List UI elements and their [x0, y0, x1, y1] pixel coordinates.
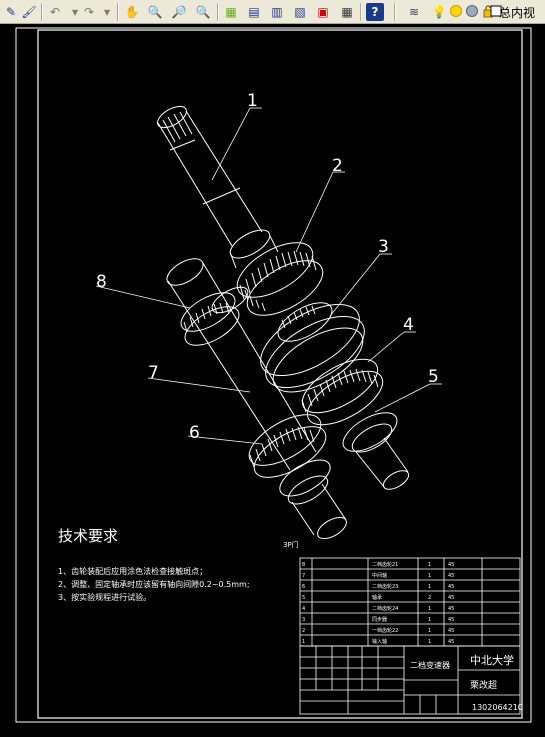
pan-icon[interactable]: ✋	[124, 5, 140, 19]
svg-text:1: 1	[428, 617, 431, 623]
dropdown-icon[interactable]: ▾	[71, 5, 79, 19]
svg-text:输入轴: 输入轴	[372, 638, 387, 645]
synchronizer-3	[260, 302, 365, 393]
freeze-icon[interactable]	[465, 4, 479, 18]
brush-icon[interactable]: 🖌	[21, 5, 37, 19]
svg-text:45: 45	[448, 573, 454, 579]
redo-icon[interactable]: ↷	[83, 5, 95, 19]
svg-text:45: 45	[448, 595, 454, 601]
drawing-canvas[interactable]: 1 2 3 4 5 6 7 8 3P门 技术要求 1、齿轮装配后应用涂色法检查接…	[0, 24, 545, 733]
svg-text:45: 45	[448, 639, 454, 645]
svg-text:轴承: 轴承	[372, 594, 382, 601]
toolbar-divider	[217, 3, 219, 21]
svg-text:45: 45	[448, 628, 454, 634]
gear-8	[180, 286, 249, 346]
svg-text:1: 1	[428, 573, 431, 579]
svg-text:2: 2	[428, 595, 431, 601]
design-center-icon[interactable]: ▤	[248, 5, 260, 19]
svg-text:1: 1	[302, 639, 305, 645]
drawing-name: 二档变速器	[410, 660, 450, 670]
callout-8: 8	[96, 272, 107, 292]
outer-border	[15, 27, 532, 723]
pencil-icon[interactable]: ✎	[5, 5, 17, 19]
help-icon[interactable]: ?	[366, 3, 384, 21]
svg-text:1: 1	[428, 639, 431, 645]
svg-text:7: 7	[302, 573, 305, 579]
bearing-5	[342, 412, 410, 490]
sun-icon[interactable]	[449, 4, 463, 18]
color-icon[interactable]	[489, 4, 503, 18]
undo-icon[interactable]: ↶	[49, 5, 61, 19]
callout-1: 1	[247, 91, 258, 111]
callout-7: 7	[148, 363, 159, 383]
tech-note-3: 3、按实验规程进行试验。	[58, 592, 151, 602]
svg-text:45: 45	[448, 606, 454, 612]
svg-text:45: 45	[448, 617, 454, 623]
callout-6: 6	[189, 423, 200, 443]
tool-palette-icon[interactable]: ▥	[271, 5, 283, 19]
tech-note-2: 2、调整、固定轴承时应该留有轴向间隙0.2~0.5mm;	[58, 579, 250, 589]
gear-4	[301, 358, 384, 426]
svg-text:1: 1	[428, 628, 431, 634]
input-shaft	[157, 105, 279, 269]
properties-icon[interactable]: ▦	[225, 5, 237, 19]
gearbox-drawing	[95, 105, 442, 540]
svg-text:一档齿轮22: 一档齿轮22	[372, 627, 398, 634]
dropdown-icon[interactable]: ▾	[103, 5, 111, 19]
cad-toolbar: ✎ 🖌 ↶ ▾ ↷ ▾ ✋ 🔍 🔎 🔍 ▦ ▤ ▥ ▧ ▣ ▦ ? ≋ 💡 总内…	[0, 0, 545, 24]
inner-border	[37, 29, 523, 719]
callout-numbers: 1 2 3 4 5 6 7 8	[96, 91, 439, 443]
svg-text:4: 4	[302, 606, 305, 612]
svg-text:3: 3	[302, 617, 305, 623]
tech-note-1: 1、齿轮装配后应用涂色法检查接触斑点；	[58, 566, 207, 576]
zoom-window-icon[interactable]: 🔎	[171, 5, 187, 19]
svg-text:二档齿轮23: 二档齿轮23	[372, 583, 398, 590]
toolbar-divider	[41, 3, 43, 21]
svg-text:8: 8	[302, 562, 305, 568]
svg-text:6: 6	[302, 584, 305, 590]
callout-3: 3	[378, 237, 389, 257]
sheet-set-icon[interactable]: ▣	[317, 5, 329, 19]
svg-text:1: 1	[428, 562, 431, 568]
svg-text:二档齿轮21: 二档齿轮21	[372, 561, 398, 568]
cad-drawing: 1 2 3 4 5 6 7 8 3P门 技术要求 1、齿轮装配后应用涂色法检查接…	[15, 27, 532, 723]
gear-6	[248, 414, 347, 540]
leader-lines	[95, 107, 442, 445]
svg-text:同步器: 同步器	[372, 617, 387, 623]
markup-icon[interactable]: ▧	[294, 5, 306, 19]
svg-text:二档齿轮24: 二档齿轮24	[372, 605, 398, 612]
bom-table	[299, 557, 521, 647]
tech-title: 技术要求	[58, 527, 118, 545]
svg-text:1: 1	[428, 584, 431, 590]
calculator-icon[interactable]: ▦	[341, 5, 353, 19]
lightbulb-icon[interactable]: 💡	[431, 5, 447, 19]
toolbar-divider	[117, 3, 119, 21]
countershaft-7	[166, 258, 317, 471]
zoom-previous-icon[interactable]: 🔍	[195, 5, 211, 19]
svg-text:2: 2	[302, 628, 305, 634]
svg-text:45: 45	[448, 562, 454, 568]
callout-2: 2	[332, 156, 343, 176]
layer-name[interactable]: 总内视	[499, 6, 536, 20]
toolbar-divider	[360, 3, 362, 21]
callout-4: 4	[403, 315, 414, 335]
callout-5: 5	[428, 367, 439, 387]
zoom-in-icon[interactable]: 🔍	[147, 5, 163, 19]
designer-name: 栗改超	[470, 679, 497, 691]
toolbar-divider	[394, 3, 396, 21]
svg-text:1: 1	[428, 606, 431, 612]
title-block	[299, 645, 521, 715]
title-block-text: 中北大学 二档变速器 栗改超 1302064210	[410, 653, 523, 712]
bom-cells: 8 二档齿轮21 1 45 7 中间轴 1 45 6 二档齿轮23 1 45 5 轴承 2 45 4 二档…	[302, 561, 454, 645]
svg-text:5: 5	[302, 595, 305, 601]
view-label: 3P门	[283, 540, 299, 549]
gear-2	[236, 242, 324, 316]
svg-text:中间轴: 中间轴	[372, 572, 387, 579]
student-number: 1302064210	[472, 703, 523, 712]
svg-text:45: 45	[448, 584, 454, 590]
layers-icon[interactable]: ≋	[408, 5, 420, 19]
university-name: 中北大学	[470, 653, 514, 667]
